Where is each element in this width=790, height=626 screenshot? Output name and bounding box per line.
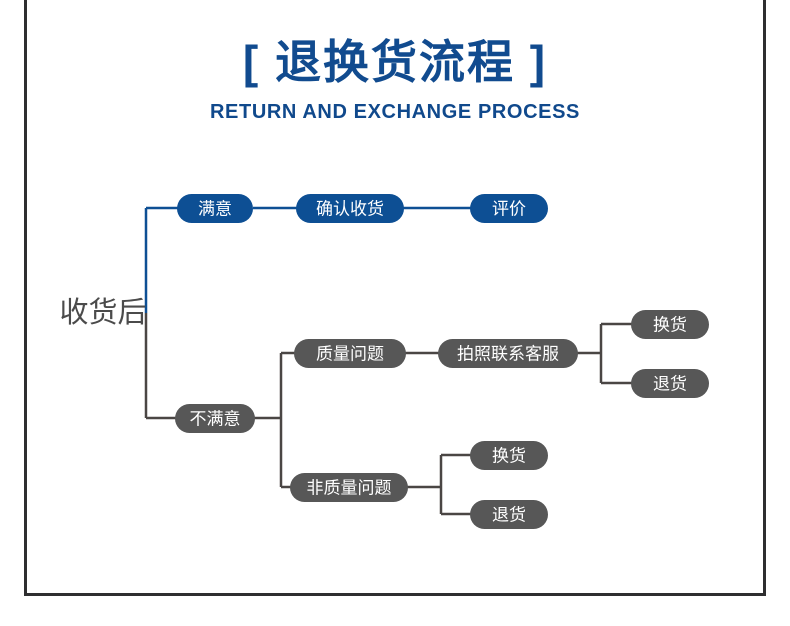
node-return-nonquality-shape bbox=[470, 500, 548, 529]
node-return-quality[interactable]: 退货 bbox=[631, 369, 709, 398]
node-confirm-receipt-shape bbox=[296, 194, 404, 223]
node-quality-issue[interactable]: 质量问题 bbox=[294, 339, 406, 368]
page-title: [ 退换货流程 ] bbox=[242, 36, 548, 88]
page-subtitle: RETURN AND EXCHANGE PROCESS bbox=[210, 101, 580, 123]
node-exchange-nonquality[interactable]: 换货 bbox=[470, 441, 548, 470]
page-title-block: [ 退换货流程 ] RETURN AND EXCHANGE PROCESS bbox=[0, 34, 790, 124]
node-satisfied-shape bbox=[177, 194, 253, 223]
node-exchange-nonquality-label: 换货 bbox=[492, 447, 526, 466]
connector-lines bbox=[144, 206, 633, 516]
node-review[interactable]: 评价 bbox=[470, 194, 548, 223]
node-non-quality-issue-shape bbox=[290, 473, 408, 502]
node-satisfied-label: 满意 bbox=[198, 200, 232, 219]
node-return-quality-label: 退货 bbox=[653, 375, 687, 394]
node-quality-issue-shape bbox=[294, 339, 406, 368]
node-review-shape bbox=[470, 194, 548, 223]
node-return-quality-shape bbox=[631, 369, 709, 398]
node-photo-contact-service[interactable]: 拍照联系客服 bbox=[438, 339, 578, 368]
node-exchange-quality-label: 换货 bbox=[653, 316, 687, 335]
node-return-nonquality-label: 退货 bbox=[492, 506, 526, 525]
node-root-label: 收货后 bbox=[59, 296, 146, 329]
node-return-nonquality[interactable]: 退货 bbox=[470, 500, 548, 529]
node-confirm-receipt-label: 确认收货 bbox=[316, 200, 384, 219]
node-unsatisfied-shape bbox=[175, 404, 255, 433]
node-exchange-quality[interactable]: 换货 bbox=[631, 310, 709, 339]
node-non-quality-issue-label: 非质量问题 bbox=[307, 479, 392, 498]
node-confirm-receipt[interactable]: 确认收货 bbox=[296, 194, 404, 223]
node-quality-issue-label: 质量问题 bbox=[316, 345, 384, 364]
node-review-label: 评价 bbox=[492, 200, 526, 219]
node-unsatisfied-label: 不满意 bbox=[190, 410, 241, 429]
node-photo-contact-service-shape bbox=[438, 339, 578, 368]
node-exchange-nonquality-shape bbox=[470, 441, 548, 470]
node-non-quality-issue[interactable]: 非质量问题 bbox=[290, 473, 408, 502]
node-satisfied[interactable]: 满意 bbox=[177, 194, 253, 223]
node-exchange-quality-shape bbox=[631, 310, 709, 339]
node-unsatisfied[interactable]: 不满意 bbox=[175, 404, 255, 433]
node-photo-contact-service-label: 拍照联系客服 bbox=[457, 345, 559, 364]
